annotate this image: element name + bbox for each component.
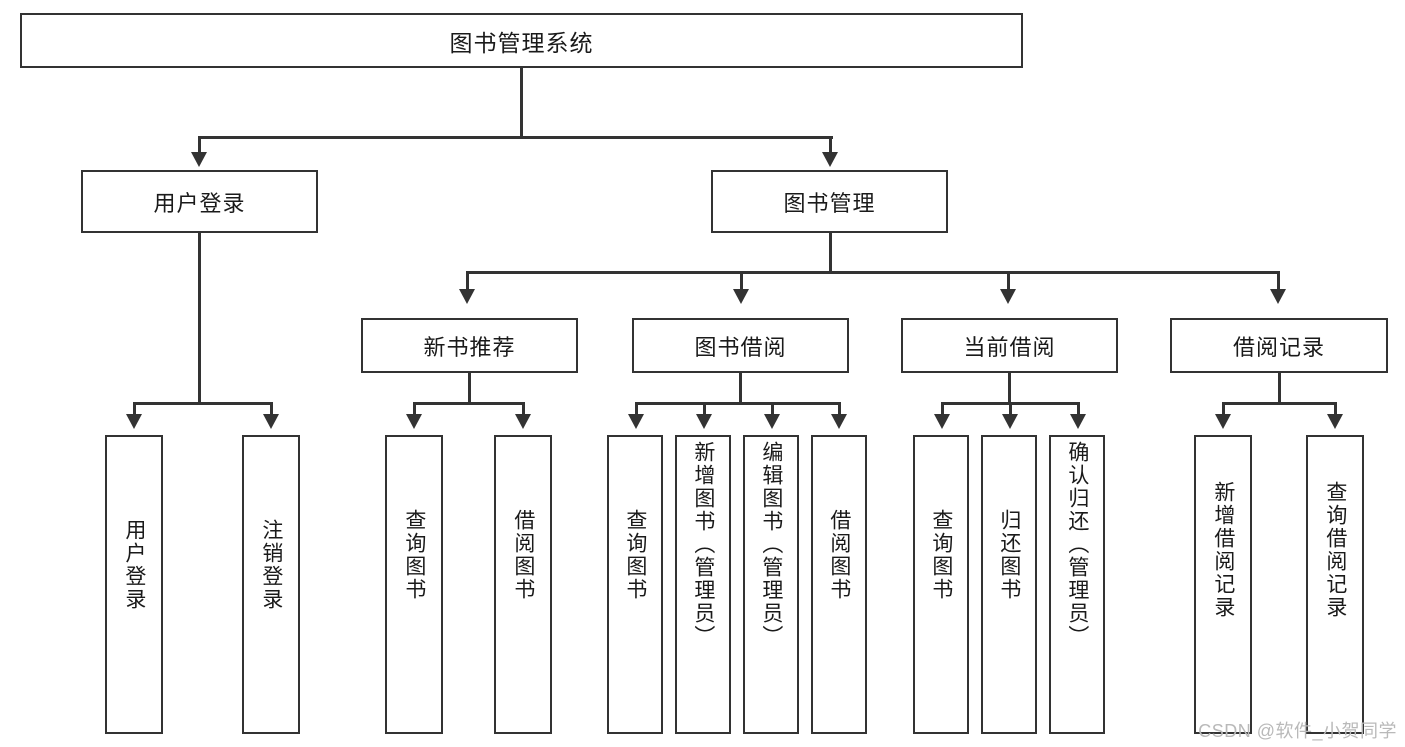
node-leaf-add-record[interactable]: 新增借阅记录 bbox=[1194, 435, 1252, 734]
node-label: 归还图书 bbox=[997, 509, 1021, 601]
arrowhead-book-borrow bbox=[733, 289, 749, 304]
connector-borrow-record-bus bbox=[1222, 402, 1336, 405]
arrowhead-leaf-edit-book bbox=[764, 414, 780, 429]
node-label: 借阅图书 bbox=[827, 509, 851, 601]
connector-book-borrow-bus bbox=[635, 402, 840, 405]
connector-level2-bus bbox=[198, 136, 833, 139]
connector-borrow-record-stem bbox=[1278, 373, 1281, 404]
connector-new-book-recommend-stem bbox=[468, 373, 471, 404]
node-label: 借阅记录 bbox=[1232, 334, 1325, 360]
node-leaf-borrow-book-1[interactable]: 借阅图书 bbox=[494, 435, 552, 734]
connector-drop-leaf-borrow-book-2 bbox=[838, 402, 841, 416]
arrowhead-leaf-confirm-return bbox=[1070, 414, 1086, 429]
connector-drop-leaf-query-book-3 bbox=[941, 402, 944, 416]
connector-drop-new-book-recommend bbox=[466, 271, 469, 293]
connector-root-stem bbox=[520, 68, 523, 138]
node-label: 查询图书 bbox=[402, 509, 426, 601]
connector-drop-leaf-query-book-2 bbox=[635, 402, 638, 416]
node-label: 查询图书 bbox=[623, 509, 647, 601]
node-user-login[interactable]: 用户登录 bbox=[81, 170, 318, 233]
node-leaf-logout[interactable]: 注销登录 bbox=[242, 435, 300, 734]
node-label: 图书管理系统 bbox=[449, 29, 594, 56]
node-label: 借阅图书 bbox=[511, 509, 535, 601]
node-leaf-return-book[interactable]: 归还图书 bbox=[981, 435, 1037, 734]
node-leaf-user-login[interactable]: 用户登录 bbox=[105, 435, 163, 734]
connector-drop-borrow-record bbox=[1277, 271, 1280, 293]
node-label: 当前借阅 bbox=[963, 334, 1056, 360]
node-label: 用户登录 bbox=[122, 519, 146, 611]
connector-drop-leaf-borrow-book-1 bbox=[522, 402, 525, 416]
node-leaf-add-book[interactable]: 新增图书（管理员） bbox=[675, 435, 731, 734]
node-root-book-management-system[interactable]: 图书管理系统 bbox=[20, 13, 1023, 68]
arrowhead-borrow-record bbox=[1270, 289, 1286, 304]
arrowhead-leaf-add-record bbox=[1215, 414, 1231, 429]
arrowhead-book-manage bbox=[822, 152, 838, 167]
node-label: 查询借阅记录 bbox=[1323, 481, 1347, 619]
arrowhead-leaf-query-book-3 bbox=[934, 414, 950, 429]
node-label: 查询图书 bbox=[929, 509, 953, 601]
connector-drop-book-borrow bbox=[740, 271, 743, 293]
connector-drop-leaf-query-record bbox=[1334, 402, 1337, 416]
node-leaf-borrow-book-2[interactable]: 借阅图书 bbox=[811, 435, 867, 734]
node-leaf-query-book-1[interactable]: 查询图书 bbox=[385, 435, 443, 734]
connector-drop-book-manage bbox=[829, 136, 832, 156]
arrowhead-leaf-borrow-book-1 bbox=[515, 414, 531, 429]
connector-drop-leaf-user-login bbox=[133, 402, 136, 416]
connector-book-manage-stem bbox=[829, 233, 832, 273]
connector-drop-leaf-logout bbox=[270, 402, 273, 416]
connector-drop-current-borrow bbox=[1007, 271, 1010, 293]
node-label: 用户登录 bbox=[153, 190, 246, 216]
node-leaf-confirm-return[interactable]: 确认归还（管理员） bbox=[1049, 435, 1105, 734]
node-leaf-query-book-2[interactable]: 查询图书 bbox=[607, 435, 663, 734]
node-label: 图书管理 bbox=[783, 190, 876, 216]
arrowhead-leaf-user-login bbox=[126, 414, 142, 429]
arrowhead-leaf-query-book-1 bbox=[406, 414, 422, 429]
arrowhead-user-login bbox=[191, 152, 207, 167]
connector-user-login-stem bbox=[198, 233, 201, 404]
csdn-watermark: CSDN @软件_小贺同学 bbox=[1198, 721, 1397, 741]
node-current-borrow[interactable]: 当前借阅 bbox=[901, 318, 1118, 373]
arrowhead-leaf-query-record bbox=[1327, 414, 1343, 429]
node-label: 注销登录 bbox=[259, 519, 283, 611]
node-label: 新书推荐 bbox=[423, 334, 516, 360]
connector-drop-leaf-return-book bbox=[1009, 402, 1012, 416]
connector-drop-leaf-confirm-return bbox=[1077, 402, 1080, 416]
node-label: 新增图书（管理员） bbox=[691, 441, 715, 648]
arrowhead-leaf-borrow-book-2 bbox=[831, 414, 847, 429]
node-leaf-query-record[interactable]: 查询借阅记录 bbox=[1306, 435, 1364, 734]
connector-drop-leaf-query-book-1 bbox=[413, 402, 416, 416]
arrowhead-new-book-recommend bbox=[459, 289, 475, 304]
node-book-manage[interactable]: 图书管理 bbox=[711, 170, 948, 233]
arrowhead-leaf-query-book-2 bbox=[628, 414, 644, 429]
connector-user-login-bus bbox=[133, 402, 272, 405]
arrowhead-leaf-return-book bbox=[1002, 414, 1018, 429]
node-borrow-record[interactable]: 借阅记录 bbox=[1170, 318, 1388, 373]
connector-new-book-recommend-bus bbox=[413, 402, 524, 405]
connector-drop-leaf-edit-book bbox=[771, 402, 774, 416]
arrowhead-leaf-add-book bbox=[696, 414, 712, 429]
arrowhead-current-borrow bbox=[1000, 289, 1016, 304]
node-leaf-edit-book[interactable]: 编辑图书（管理员） bbox=[743, 435, 799, 734]
connector-level3-bus bbox=[466, 271, 1279, 274]
connector-drop-leaf-add-book bbox=[703, 402, 706, 416]
node-label: 确认归还（管理员） bbox=[1065, 441, 1089, 648]
arrowhead-leaf-logout bbox=[263, 414, 279, 429]
node-leaf-query-book-3[interactable]: 查询图书 bbox=[913, 435, 969, 734]
connector-current-borrow-stem bbox=[1008, 373, 1011, 404]
node-book-borrow[interactable]: 图书借阅 bbox=[632, 318, 849, 373]
node-label: 图书借阅 bbox=[694, 334, 787, 360]
connector-book-borrow-stem bbox=[739, 373, 742, 404]
node-label: 编辑图书（管理员） bbox=[759, 441, 783, 648]
connector-drop-user-login bbox=[198, 136, 201, 156]
connector-drop-leaf-add-record bbox=[1222, 402, 1225, 416]
node-new-book-recommend[interactable]: 新书推荐 bbox=[361, 318, 578, 373]
node-label: 新增借阅记录 bbox=[1211, 481, 1235, 619]
